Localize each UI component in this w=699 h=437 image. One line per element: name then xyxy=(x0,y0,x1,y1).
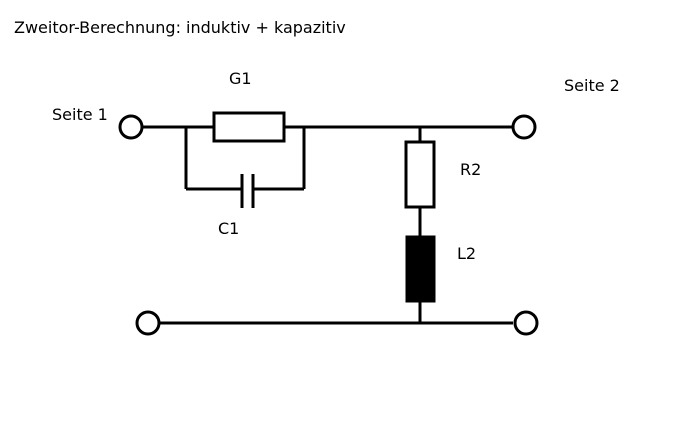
resistor-g1 xyxy=(212,111,286,143)
c1-label: C1 xyxy=(218,219,240,238)
terminal-side1-bottom xyxy=(135,310,161,336)
l2-label: L2 xyxy=(457,244,477,263)
side-1-label: Seite 1 xyxy=(52,105,108,124)
terminal-side2-bottom xyxy=(513,310,539,336)
terminal-side1-top xyxy=(118,114,144,140)
g1-label: G1 xyxy=(229,69,252,88)
r2-label: R2 xyxy=(460,160,482,179)
terminal-side2-top xyxy=(511,114,537,140)
inductor-l2 xyxy=(405,235,436,303)
resistor-r2 xyxy=(404,140,436,209)
diagram-title: Zweitor-Berechnung: induktiv + kapazitiv xyxy=(14,18,346,37)
side-2-label: Seite 2 xyxy=(564,76,620,95)
